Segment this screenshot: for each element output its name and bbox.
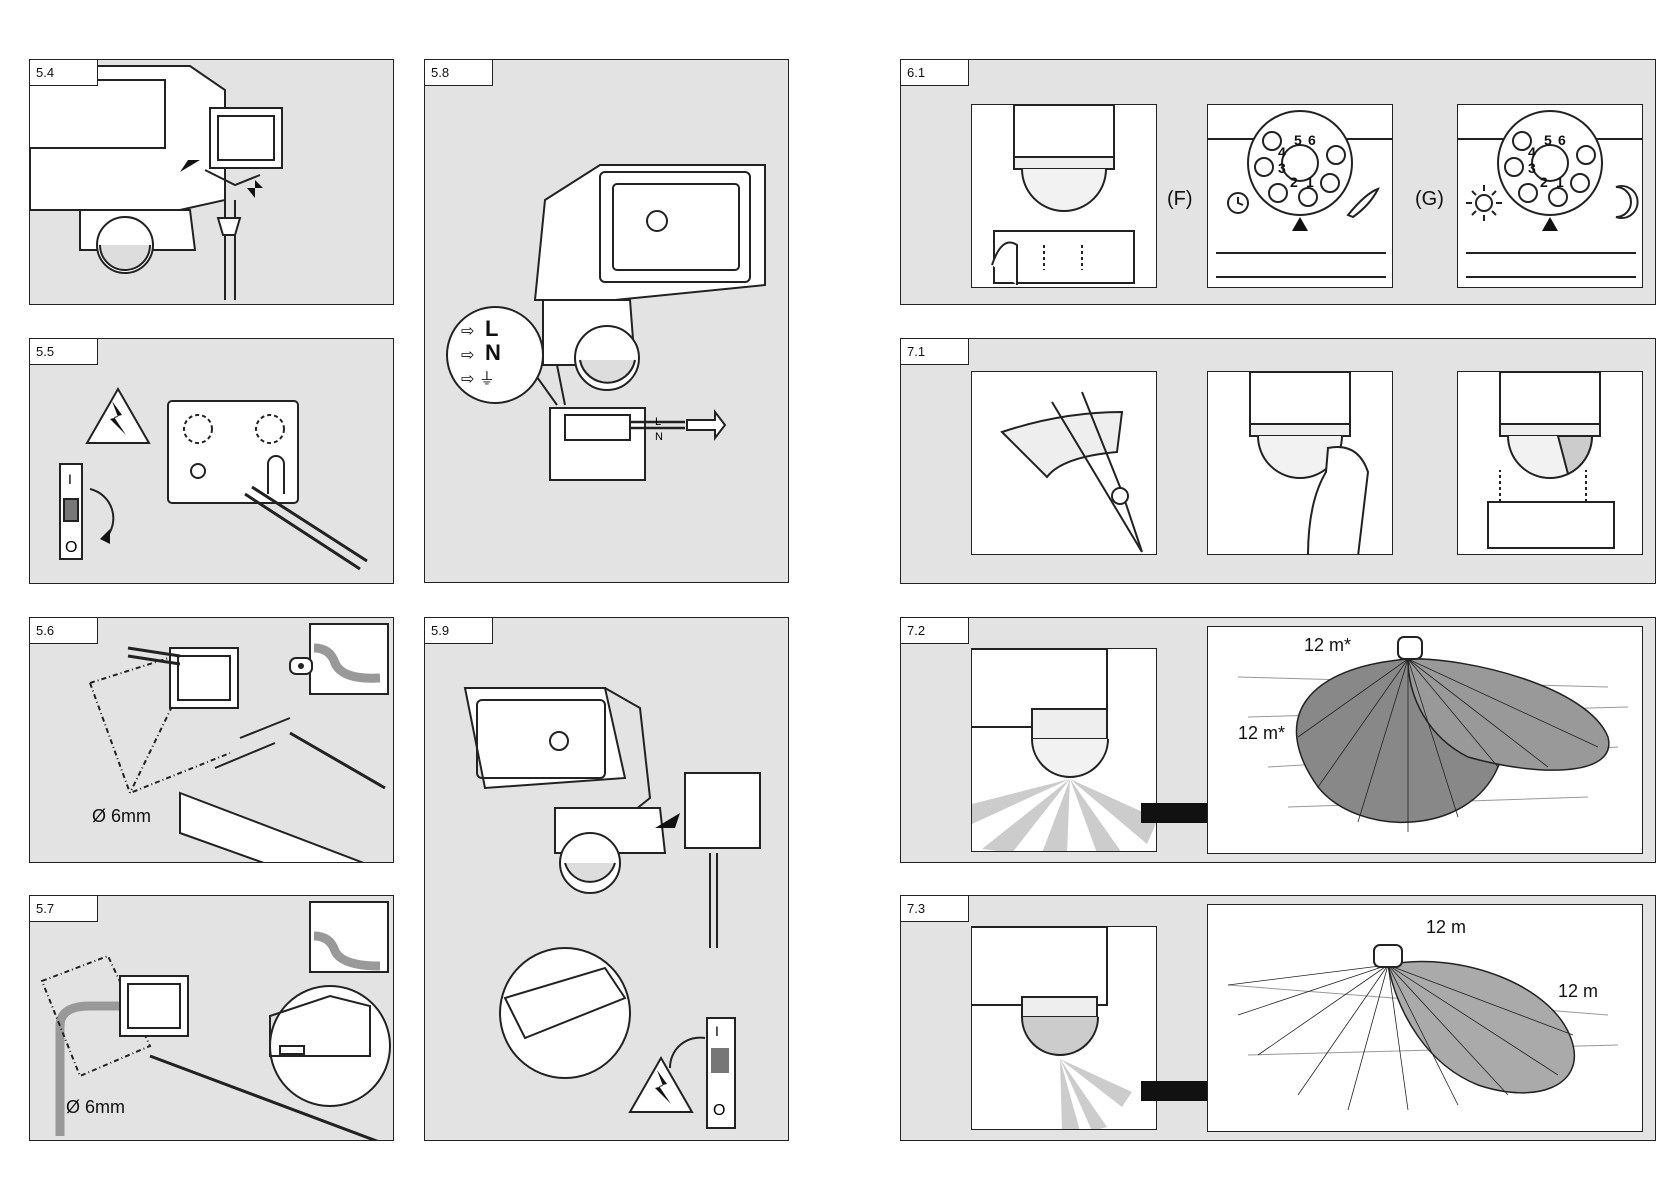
dial-number: 2 (1540, 174, 1548, 190)
panel-label: 5.9 (425, 618, 493, 644)
panel-7-3: 12 m 12 m 7.3 (900, 895, 1656, 1141)
illustration-wiring-connection: L N ⇨ ⇨ ⇨ ⏚ (425, 60, 789, 583)
dial-number: 5 (1294, 132, 1302, 148)
attach-mask-frame (1457, 371, 1643, 555)
dial-number: 4 (1528, 144, 1536, 160)
panel-5-5: I O 5.5 (29, 338, 394, 584)
dial-number: 4 (1278, 144, 1286, 160)
dial-number: 1 (1556, 174, 1564, 190)
dial-number: 5 (1544, 132, 1552, 148)
panel-label: 5.6 (30, 618, 98, 644)
svg-text:O: O (65, 539, 77, 556)
wire-label-l: L (485, 316, 498, 342)
svg-text:I: I (715, 1023, 719, 1039)
range-label: 12 m* (1238, 723, 1285, 744)
sensor-narrow-frame (971, 926, 1157, 1130)
light-dial-frame: 6 5 4 3 2 1 (1457, 104, 1643, 288)
dial-number: 6 (1558, 132, 1566, 148)
dial-number: 3 (1278, 160, 1286, 176)
range-label: 12 m* (1304, 635, 1351, 656)
panel-label: 7.3 (901, 896, 969, 922)
wire-label-n: N (485, 340, 501, 366)
panel-label: 5.7 (30, 896, 98, 922)
panel-label: 6.1 (901, 60, 969, 86)
panel-5-9: I O 5.9 (424, 617, 789, 1141)
illustration-wall-mount-drill (30, 618, 394, 863)
panel-6-1: (F) 6 5 4 3 2 1 (900, 59, 1656, 305)
apply-mask-frame (1207, 371, 1393, 555)
sensor-wide-frame (971, 648, 1157, 852)
panel-5-7: Ø 6mm 5.7 (29, 895, 394, 1141)
detection-range-wide-frame: 12 m* 12 m* (1207, 626, 1643, 854)
dial-number: 3 (1528, 160, 1536, 176)
detection-range-narrow-frame: 12 m 12 m (1207, 904, 1643, 1132)
panel-5-8: L N ⇨ ⇨ ⇨ ⏚ L N 5.8 (424, 59, 789, 583)
svg-text:⇨ ⏚: ⇨ ⏚ (461, 370, 495, 388)
svg-text:L: L (655, 416, 661, 428)
option-g-label: (G) (1415, 188, 1444, 211)
panel-label: 7.2 (901, 618, 969, 644)
range-label: 12 m (1558, 981, 1598, 1002)
svg-text:O: O (713, 1102, 725, 1119)
illustration-attach-light: I O (425, 618, 789, 1141)
illustration-remove-terminal-box (30, 60, 394, 305)
svg-text:N: N (655, 431, 663, 443)
panel-label: 5.8 (425, 60, 493, 86)
svg-text:⇨: ⇨ (461, 323, 474, 340)
svg-text:⇨: ⇨ (461, 347, 474, 364)
dial-number: 6 (1308, 132, 1316, 148)
drill-diameter-label: Ø 6mm (92, 806, 151, 827)
panel-7-1: 7.1 (900, 338, 1656, 584)
cut-mask-frame (971, 371, 1157, 555)
dial-number: 2 (1290, 174, 1298, 190)
option-f-label: (F) (1167, 188, 1193, 211)
drill-diameter-label: Ø 6mm (66, 1097, 125, 1118)
time-dial-frame: 6 5 4 3 2 1 (1207, 104, 1393, 288)
svg-text:I: I (68, 471, 72, 487)
panel-label: 5.5 (30, 339, 98, 365)
sensor-cover-frame (971, 104, 1157, 288)
panel-5-6: Ø 6mm 5.6 (29, 617, 394, 863)
range-label: 12 m (1426, 917, 1466, 938)
illustration-mark-drill-holes: I O (30, 339, 394, 584)
panel-label: 5.4 (30, 60, 98, 86)
panel-5-4: 5.4 (29, 59, 394, 305)
panel-7-2: 12 m* 12 m* 7.2 (900, 617, 1656, 863)
dial-number: 1 (1306, 174, 1314, 190)
panel-label: 7.1 (901, 339, 969, 365)
